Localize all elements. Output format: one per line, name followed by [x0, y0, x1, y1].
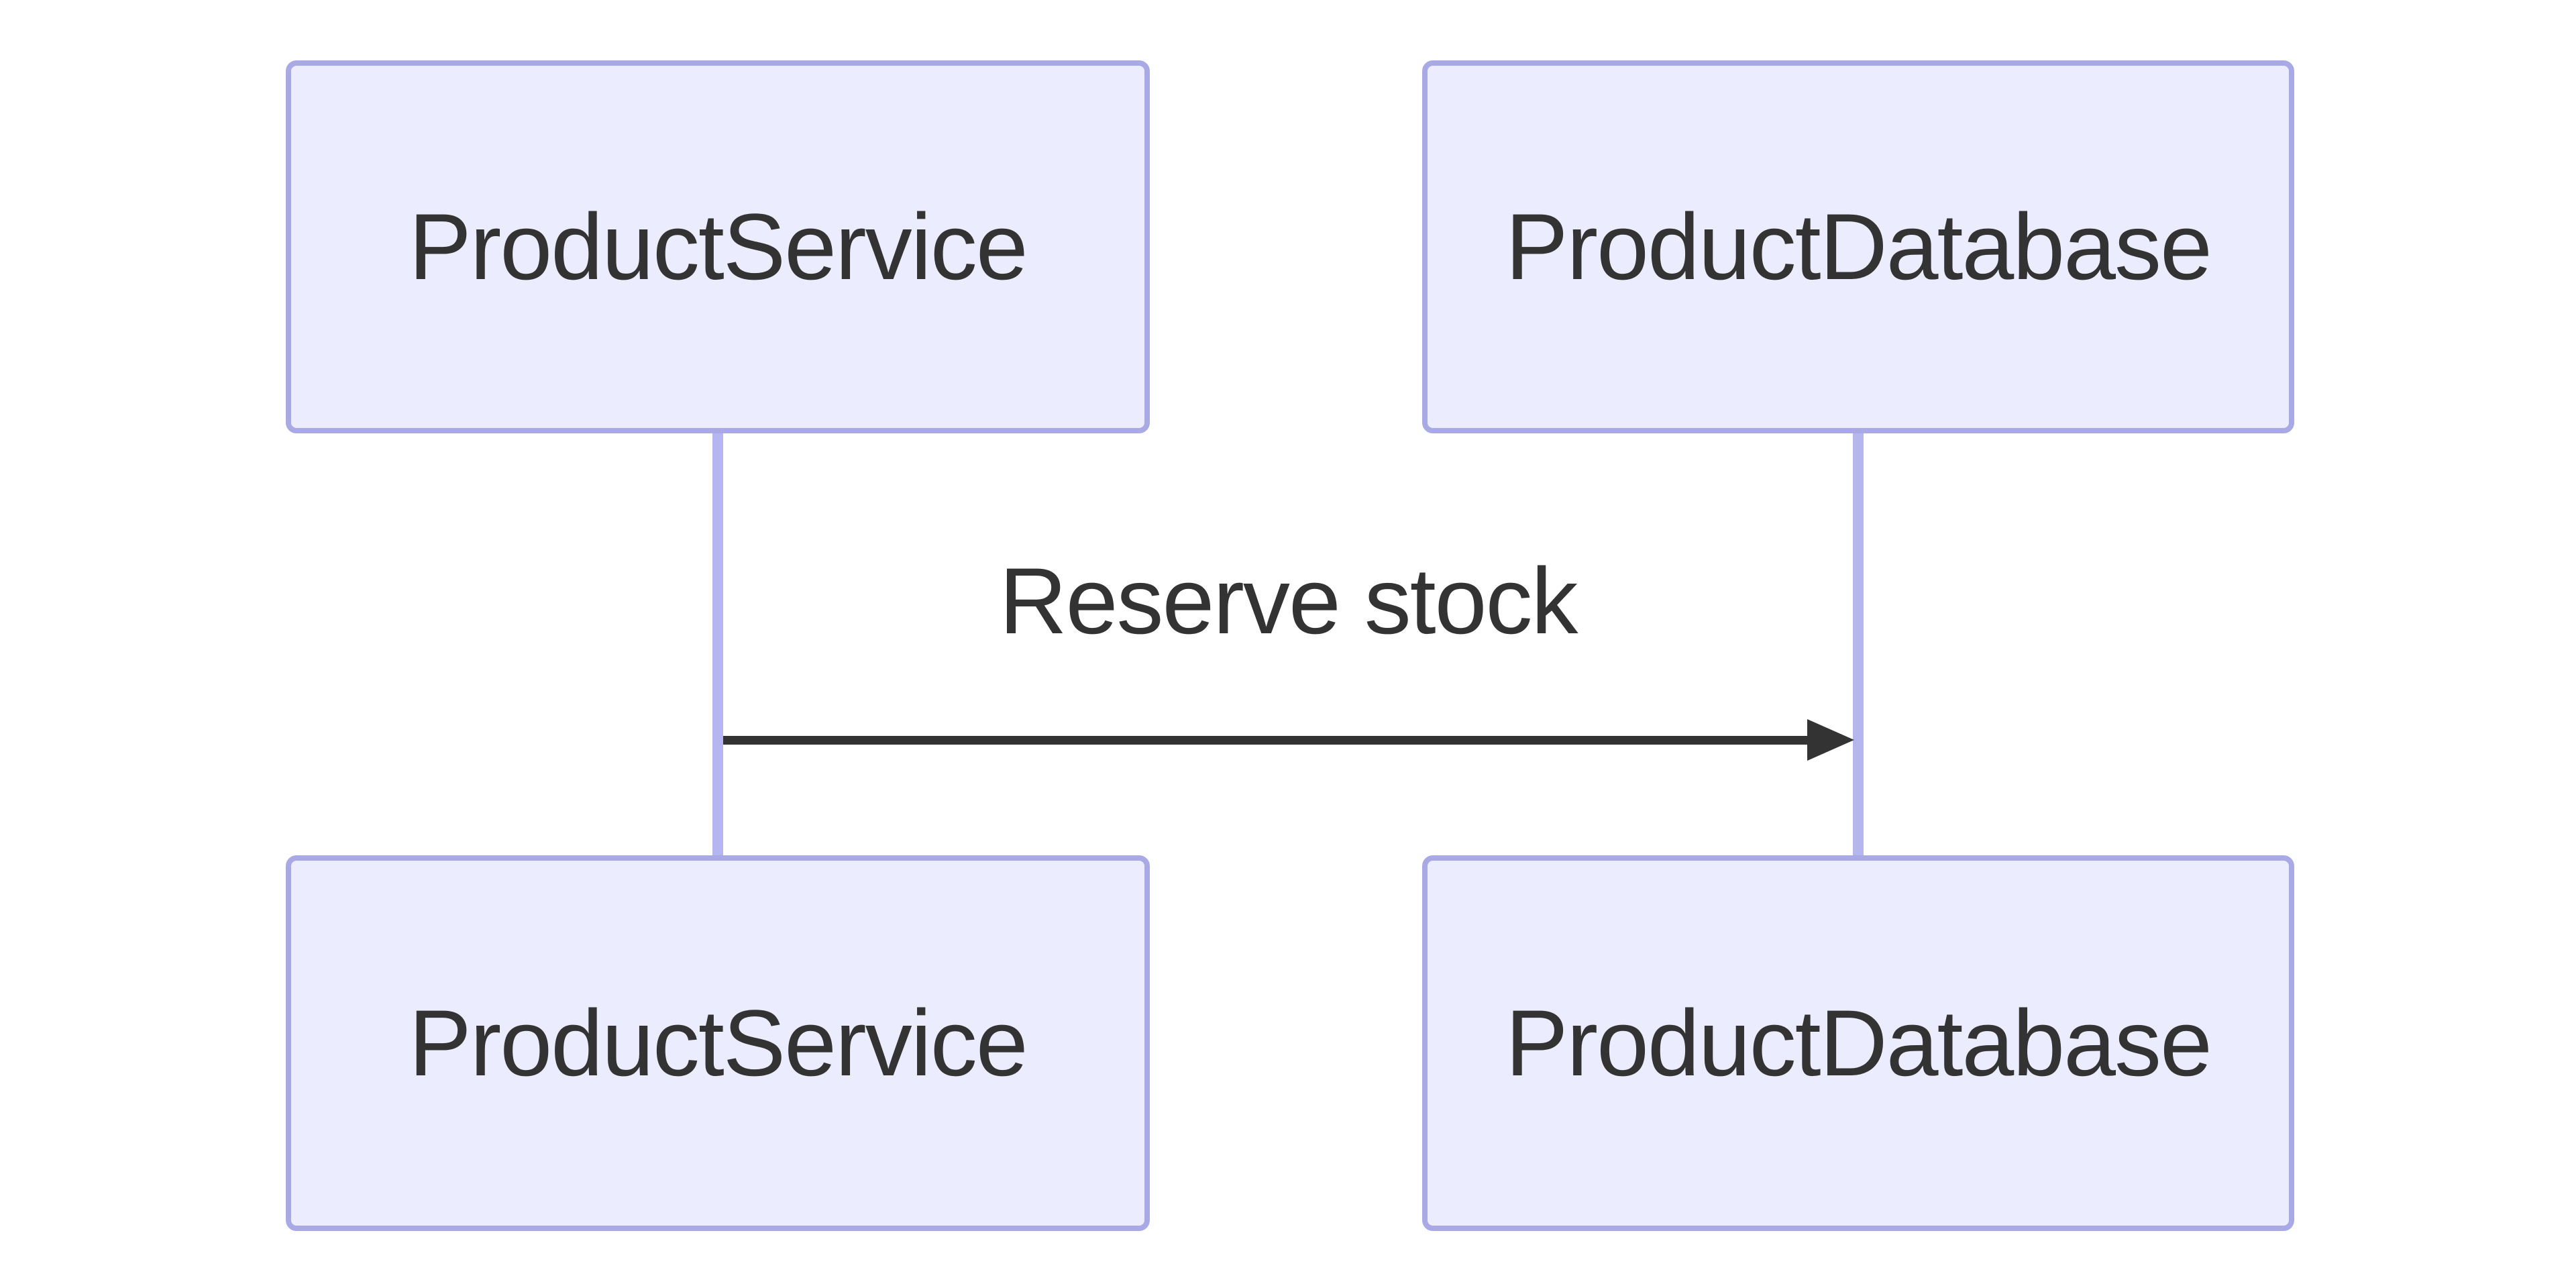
- message-label-reserve-stock: Reserve stock: [999, 548, 1578, 653]
- message-arrow-line: [723, 736, 1807, 745]
- actor-label-productservice-bottom: ProductService: [409, 990, 1028, 1095]
- actor-label-productdatabase-bottom: ProductDatabase: [1505, 990, 2212, 1095]
- actor-label-productdatabase-top: ProductDatabase: [1505, 194, 2212, 299]
- arrowhead-icon: [1807, 719, 1854, 761]
- actor-box-productdatabase-bottom: ProductDatabase: [1422, 855, 2294, 1231]
- actor-label-productservice-top: ProductService: [409, 194, 1028, 299]
- actor-box-productservice-bottom: ProductService: [286, 855, 1150, 1231]
- lifeline-productdatabase: [1853, 429, 1864, 859]
- actor-box-productdatabase-top: ProductDatabase: [1422, 60, 2294, 433]
- lifeline-productservice: [712, 429, 723, 859]
- actor-box-productservice-top: ProductService: [286, 60, 1150, 433]
